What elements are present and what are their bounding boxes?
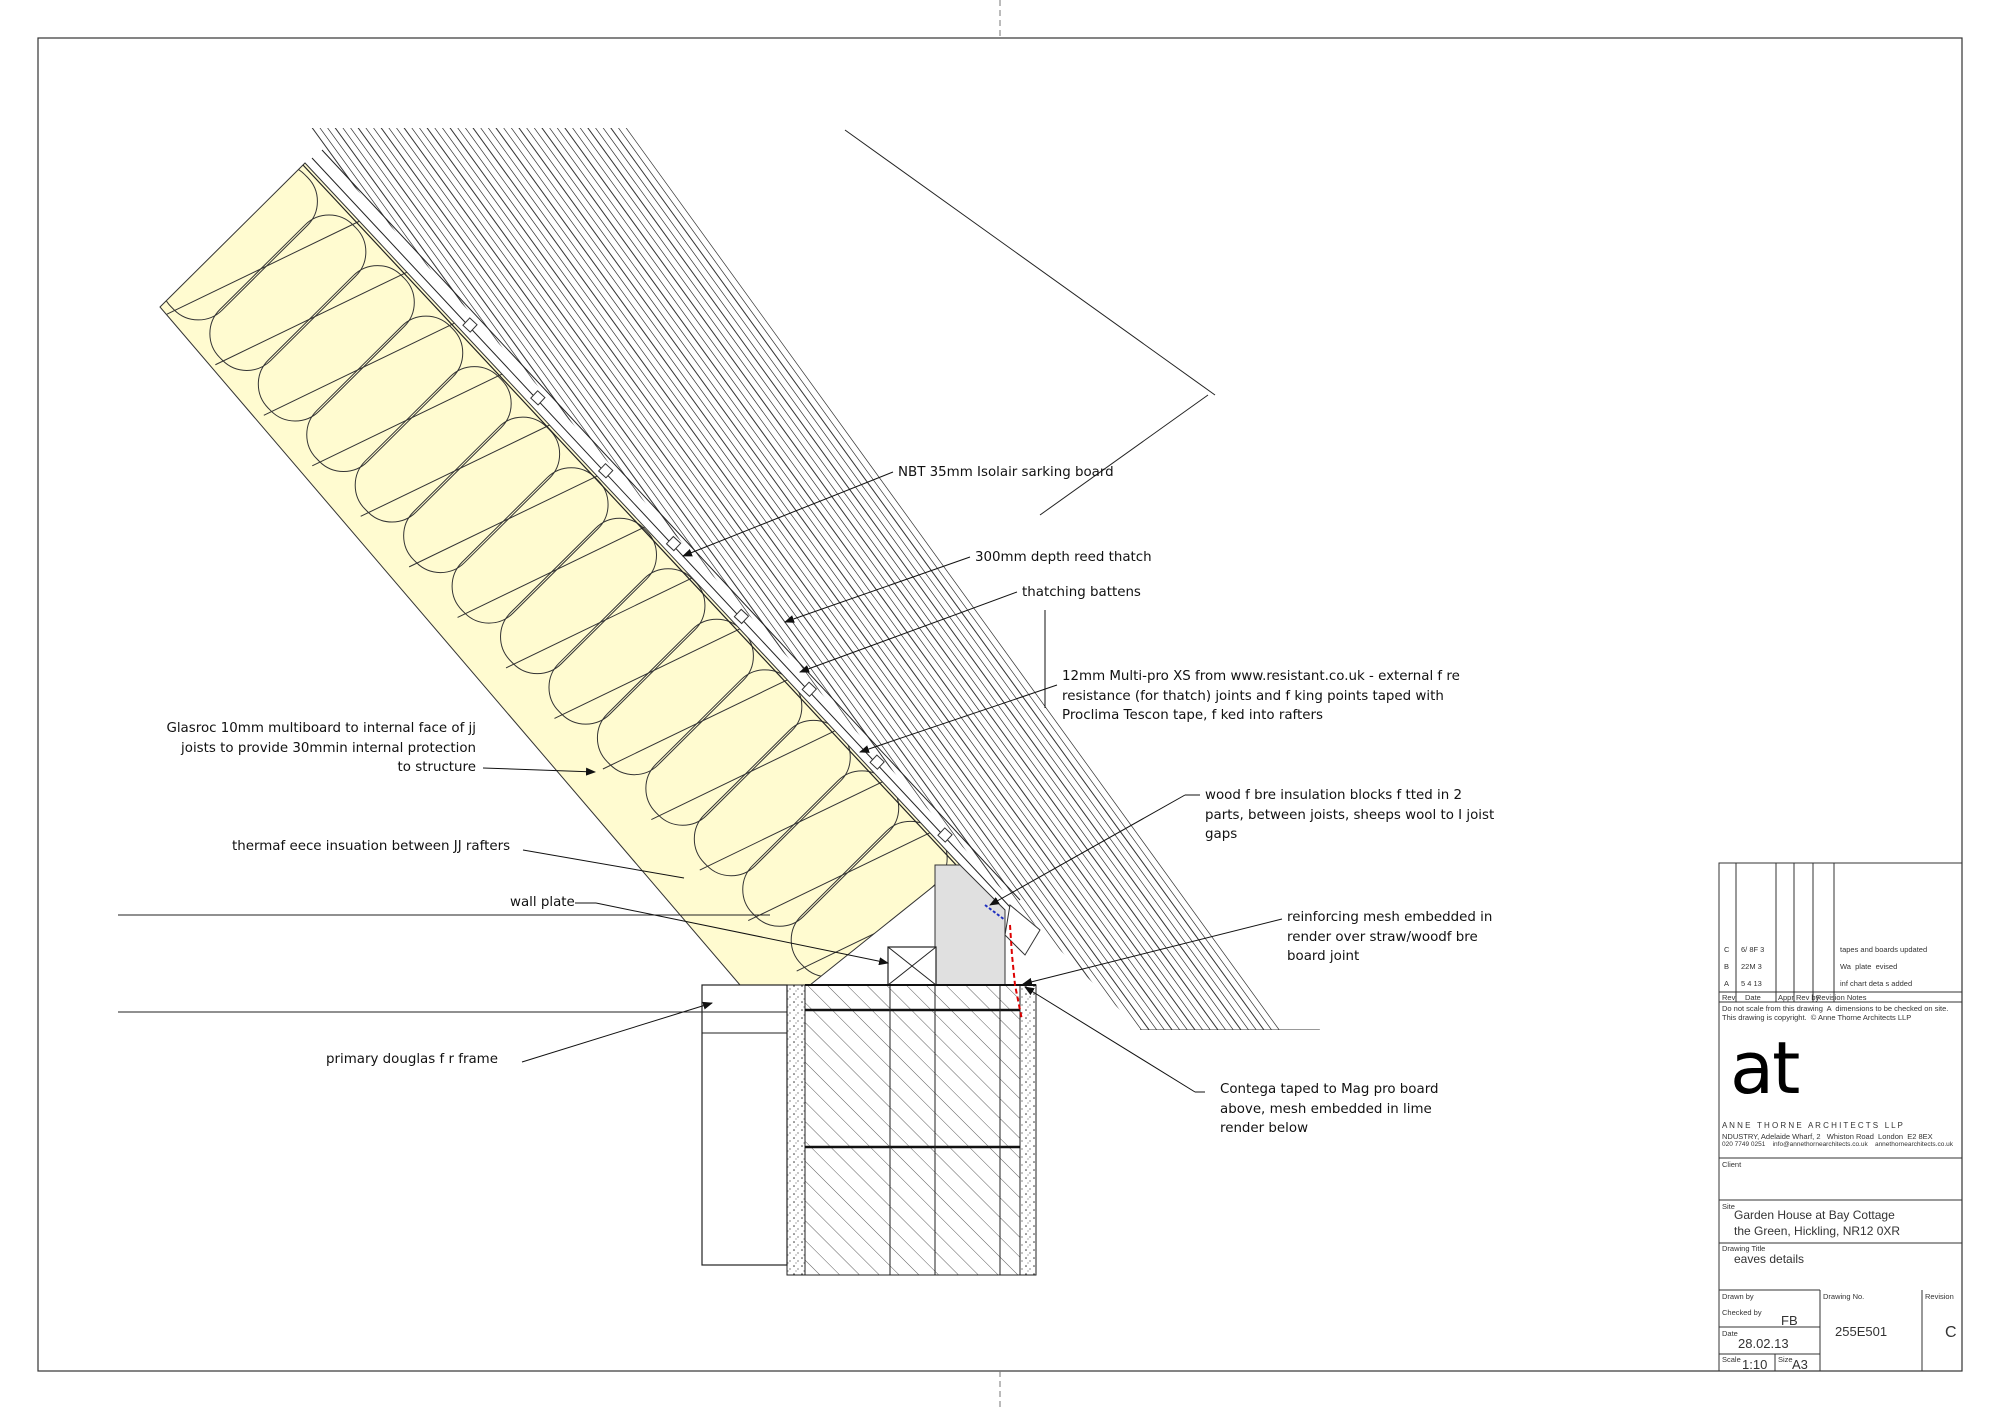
thatching-battens	[462, 317, 953, 843]
label-thatching-battens: thatching battens	[1022, 585, 1141, 600]
drawing-no-label: Drawing No.	[1823, 1292, 1865, 1301]
title-label: Drawing Title	[1722, 1244, 1766, 1253]
sarking-line	[311, 157, 1011, 908]
rev-header-revby: Rev by	[1796, 993, 1820, 1002]
rev-c-date: 6/ 8F 3	[1741, 945, 1765, 954]
woodfibre-block	[934, 864, 1006, 986]
scale-label: Scale	[1722, 1355, 1741, 1364]
rev-b-notes: Wa plate evised	[1840, 962, 1898, 971]
firm-logo: at	[1730, 1026, 1800, 1110]
label-glasroc-line-3: to structure	[397, 760, 476, 775]
label-glasroc: Glasroc 10mm multiboard to internal face…	[166, 719, 476, 778]
rev-header-date: Date	[1745, 993, 1761, 1002]
size-value: A3	[1792, 1357, 1808, 1372]
thermafleece-insulation	[159, 162, 961, 986]
label-contega-line-2: above, mesh embedded in lime	[1220, 1101, 1432, 1117]
drawing-title: eaves details	[1734, 1252, 1805, 1266]
eaves-fillet	[1004, 904, 1041, 956]
rev-header-appr: Appr	[1778, 993, 1794, 1002]
scale-value: 1:10	[1742, 1357, 1768, 1372]
label-contega-line-3: render below	[1220, 1121, 1309, 1136]
date-label: Date	[1722, 1329, 1738, 1338]
revision-label: Revision	[1925, 1292, 1954, 1301]
ref-line	[1039, 394, 1209, 516]
rev-c-letter: C	[1724, 945, 1730, 954]
label-woodfibre-line-2: parts, between joists, sheeps wool to I …	[1205, 807, 1495, 823]
firm-name: A N N E T H O R N E A R C H I T E C T S …	[1722, 1121, 1903, 1130]
label-multipro-line-2: resistance (for thatch) joints and f kin…	[1062, 688, 1444, 704]
label-multipro-line-1: 12mm Multi-pro XS from www.resistant.co.…	[1062, 669, 1460, 684]
render-right	[1019, 984, 1037, 1276]
label-thermafleece: thermaf eece insuation between JJ rafter…	[232, 839, 511, 854]
label-sarking-board: NBT 35mm Isolair sarking board	[898, 465, 1114, 480]
douglas-fir-frame	[701, 984, 788, 1266]
sarking-line	[302, 164, 1001, 913]
label-mesh-line-3: board joint	[1287, 949, 1360, 964]
client-label: Client	[1722, 1160, 1742, 1169]
straw-wall	[804, 984, 1021, 1276]
firm-address: NDUSTRY, Adelaide Wharf, 2 Whiston Road …	[1722, 1132, 1933, 1141]
drawing-no-value: 255E501	[1835, 1324, 1888, 1339]
date-value: 28.02.13	[1738, 1336, 1789, 1351]
checked-by-label: Checked by	[1722, 1308, 1762, 1317]
label-contega: Contega taped to Mag pro board above, me…	[1220, 1080, 1438, 1139]
rev-a-date: 5 4 13	[1741, 979, 1762, 988]
multipro-line	[321, 149, 1021, 901]
site-line-2: the Green, Hickling, NR12 0XR	[1734, 1224, 1901, 1238]
label-contega-line-1: Contega taped to Mag pro board	[1220, 1082, 1439, 1097]
checked-by-value: FB	[1781, 1313, 1798, 1328]
label-mesh-line-1: reinforcing mesh embedded in	[1287, 910, 1493, 925]
label-reed-thatch: 300mm depth reed thatch	[975, 550, 1152, 565]
firm-contact: 020 7749 0251 info@annethornearchitects.…	[1722, 1141, 1953, 1148]
site-label: Site	[1722, 1202, 1735, 1211]
label-mesh-line-2: render over straw/woodf bre	[1287, 929, 1478, 945]
disclaimer-line-1: Do not scale from this drawing A dimensi…	[1722, 1004, 1949, 1013]
label-multipro: 12mm Multi-pro XS from www.resistant.co.…	[1062, 667, 1460, 726]
render-left	[786, 984, 806, 1276]
label-woodfibre-line-1: wood f bre insulation blocks f tted in 2	[1205, 788, 1462, 803]
drawn-by-label: Drawn by	[1722, 1292, 1754, 1301]
rev-header-notes: Revision Notes	[1816, 993, 1867, 1002]
rev-a-letter: A	[1724, 979, 1730, 988]
label-glasroc-line-2: joists to provide 30mmin internal protec…	[181, 740, 476, 756]
title-block-frame	[1718, 862, 1963, 1372]
size-label: Size	[1778, 1355, 1793, 1364]
rev-a-notes: inf chart deta s added	[1840, 979, 1913, 988]
label-reinforcing-mesh: reinforcing mesh embedded in render over…	[1287, 908, 1492, 967]
tescon-tape	[984, 904, 1006, 921]
label-woodfibre-line-3: gaps	[1205, 827, 1238, 842]
site-line-1: Garden House at Bay Cottage	[1734, 1208, 1895, 1222]
label-woodfibre: wood f bre insulation blocks f tted in 2…	[1205, 786, 1494, 845]
label-multipro-line-3: Proclima Tescon tape, f ked into rafters	[1062, 708, 1323, 723]
rev-b-letter: B	[1724, 962, 1730, 971]
label-douglas-fir-frame: primary douglas f r frame	[326, 1052, 498, 1067]
rev-b-date: 22M 3	[1741, 962, 1762, 971]
leader-lines	[482, 471, 1283, 1093]
revision-value: C	[1945, 1324, 1957, 1341]
rev-header-rev: Rev	[1722, 993, 1736, 1002]
rev-c-notes: tapes and boards updated	[1840, 945, 1928, 954]
ref-line	[844, 129, 1216, 396]
disclaimer-line-2: This drawing is copyright. © Anne Thorne…	[1722, 1013, 1912, 1022]
label-wall-plate: wall plate	[510, 895, 575, 910]
label-glasroc-line-1: Glasroc 10mm multiboard to internal face…	[166, 721, 476, 736]
